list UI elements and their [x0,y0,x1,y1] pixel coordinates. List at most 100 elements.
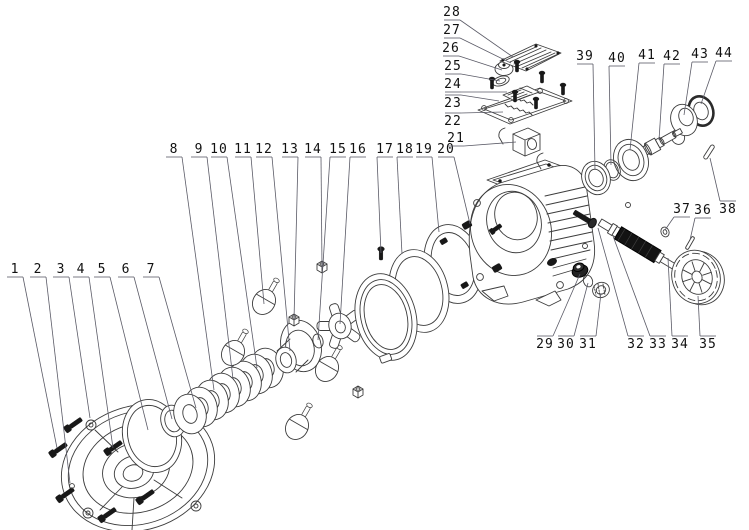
long-bolt [572,210,597,229]
callout-number-30: 30 [557,337,575,352]
callout-31-knurled-cap: 31 [579,292,602,352]
callout-number-32: 32 [627,337,645,352]
callout-10-spring-washer: 10 [210,142,258,369]
bearing-41 [613,138,649,182]
square-nuts [288,260,364,399]
callout-number-18: 18 [396,142,414,157]
callout-number-28: 28 [443,5,461,20]
callout-3-end-cover-flange: 3 [53,262,91,419]
callout-30-o-ring: 30 [557,282,589,352]
callout-number-5: 5 [98,262,107,277]
callout-17-small-bolt: 17 [376,142,394,254]
small-washer-37 [660,226,670,238]
callout-number-40: 40 [608,51,626,66]
callout-41-bearing: 41 [629,48,656,151]
callout-number-25: 25 [444,59,462,74]
callout-23-plate-screw: 23 [444,94,500,111]
callout-26-cable-gland-cap: 26 [442,41,503,71]
bearing-39 [581,160,611,196]
callout-44-shaft-seal: 44 [700,46,733,105]
callout-number-24: 24 [444,77,462,92]
callout-29-flange-nut: 29 [536,273,581,352]
callout-11-mushroom-pin: 11 [234,142,265,305]
callout-number-38: 38 [719,202,737,217]
callout-19-friction-ring: 19 [415,142,440,233]
pressure-rings [354,224,483,364]
cover-screws [48,417,155,524]
callout-number-21: 21 [447,131,465,146]
callout-22-terminal-base-plate: 22 [444,111,504,129]
callout-14-square-nut: 14 [304,142,323,269]
callout-18-pressure-ring: 18 [396,142,414,255]
callout-25-sealing-gasket: 25 [444,59,501,82]
callout-number-44: 44 [715,46,733,61]
callout-42-eccentric-shaft: 42 [658,49,681,141]
o-ring [582,274,594,288]
callout-number-35: 35 [699,337,717,352]
callout-number-8: 8 [170,142,179,157]
callout-38-pin: 38 [709,157,737,217]
callout-8-disc-spring: 8 [166,142,215,391]
callout-6-oil-seal: 6 [118,262,173,420]
terminal-bracket [512,127,541,157]
callout-number-17: 17 [376,142,394,157]
sealing-gasket [492,75,510,87]
callout-number-39: 39 [576,49,594,64]
star-spider [316,303,361,349]
rotor-shaft [597,218,684,275]
screw-hole [582,243,588,249]
mushroom-pins [221,277,343,440]
callout-37-small-washer: 37 [664,202,691,231]
pin-38 [703,144,715,160]
callout-number-3: 3 [57,262,66,277]
callout-39-bearing: 39 [576,49,596,171]
flange-nut [571,262,589,278]
dowel-pin-36 [685,236,695,250]
callout-number-1: 1 [11,262,20,277]
callout-number-36: 36 [694,203,712,218]
callout-number-31: 31 [579,337,597,352]
callout-number-2: 2 [34,262,43,277]
callout-20-plug: 20 [437,142,471,225]
callout-21-bracket: 21 [447,131,517,147]
callout-16-star-spider: 16 [339,142,366,325]
callout-number-43: 43 [691,47,709,62]
callout-number-15: 15 [329,142,347,157]
callout-number-14: 14 [304,142,322,157]
callout-12-brake-hub: 12 [255,142,291,352]
callout-28-vent-cover: 28 [443,5,514,58]
callout-number-37: 37 [673,202,691,217]
callout-36-dowel-pin: 36 [689,203,712,241]
callout-43-eccentric-ring: 43 [683,47,709,116]
callout-number-6: 6 [122,262,131,277]
disc-spring-stack [173,347,284,435]
callout-number-4: 4 [77,262,86,277]
callout-2-cover-screw: 2 [30,262,71,484]
callout-number-12: 12 [255,142,273,157]
screw-hole [625,202,631,208]
callout-4-end-cover: 4 [73,262,114,449]
callout-number-19: 19 [415,142,433,157]
callout-32-shaft-collar: 32 [597,227,645,352]
callout-34-rotor-shaft-end: 34 [667,257,688,352]
callout-33-rotor-shaft-front: 33 [612,235,666,352]
callout-5-gasket-ring: 5 [94,262,149,431]
callout-number-22: 22 [444,114,462,129]
callout-number-23: 23 [444,96,462,111]
callout-35-rotor-wheel: 35 [697,295,717,352]
callout-27-cover-screw: 27 [443,23,512,64]
callout-7-disc-spring: 7 [143,262,197,409]
callout-24-terminal-block: 24 [444,77,507,93]
knurled-cap [592,281,610,299]
callout-13-square-nut: 13 [281,142,299,321]
callout-number-41: 41 [638,48,656,63]
rotor-wheel [671,249,725,306]
callout-number-42: 42 [663,49,681,64]
callout-number-29: 29 [536,337,554,352]
housing-plugs [461,220,557,273]
callout-number-11: 11 [234,142,252,157]
callout-number-10: 10 [210,142,228,157]
